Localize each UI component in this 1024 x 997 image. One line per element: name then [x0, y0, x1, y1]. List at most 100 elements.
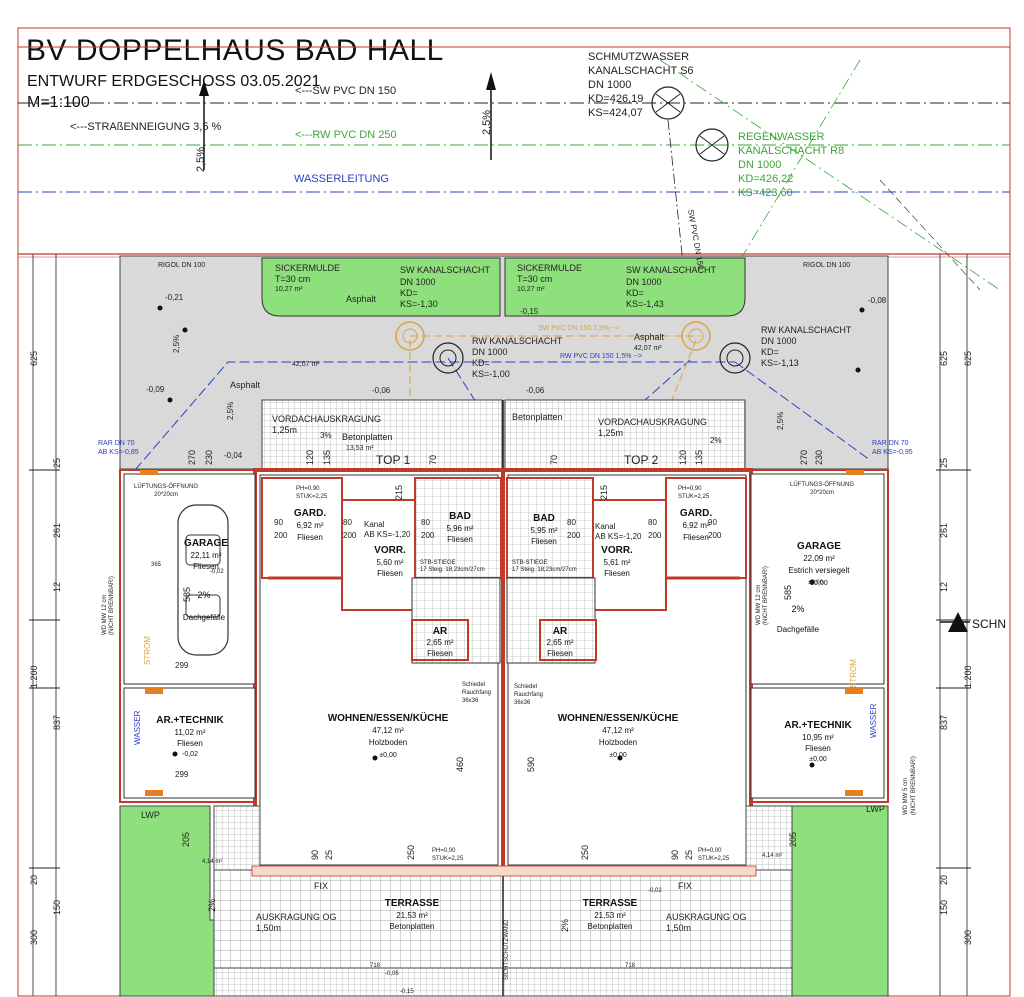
- dim-718a: 718: [370, 963, 381, 969]
- swk-left-label: SW KANALSCHACHT: [400, 265, 491, 275]
- schiedel-left-3: 36x36: [462, 698, 479, 704]
- asphalt-left-label: Asphalt: [346, 294, 377, 304]
- fix-right: FIX: [678, 881, 692, 891]
- rwk-mid-dn: DN 1000: [472, 347, 508, 357]
- wasser-left: WASSER: [133, 710, 142, 745]
- dim-90-gr: 90: [708, 518, 717, 527]
- terrace-left-name: TERRASSE: [385, 898, 440, 909]
- dim-150-right: 150: [939, 900, 949, 915]
- garage-left-area: 22,11 m²: [191, 551, 222, 560]
- sichtschutzwand-label: SICHTSCHUTZWAND: [504, 919, 510, 980]
- page-title: BV DOPPELHAUS BAD HALL: [26, 34, 444, 67]
- ph-stuk-4b: STUK=2,25: [698, 856, 730, 862]
- sw-shaft-icon: [651, 86, 685, 120]
- water-line-label: WASSERLEITUNG: [294, 173, 389, 185]
- rar-right-ks: AB KS=-0,95: [872, 449, 913, 456]
- wdmw-right-2: (NICHT BRENNBAR!): [911, 756, 917, 815]
- north-arrow-icon: [486, 72, 496, 90]
- swk-right-kd: KD=: [626, 288, 644, 298]
- garage-left-room: [123, 473, 256, 685]
- wohnen-left-area: 47,12 m²: [372, 726, 404, 735]
- stb-left: STB-STIEGE: [420, 560, 456, 566]
- rwk-mid-ks: KS=-1,00: [472, 369, 510, 379]
- dim-625-right: 625: [939, 351, 949, 366]
- bad-right-name: BAD: [533, 513, 555, 524]
- sickermulde-left: [261, 257, 501, 317]
- dim-837-right: 837: [939, 715, 949, 730]
- level-000a: ±0,00: [808, 580, 824, 586]
- terrace-right: [502, 867, 793, 969]
- gard-right-area: 6,92 m²: [682, 521, 709, 530]
- wohnen-right-level: ±0,00: [609, 752, 627, 759]
- ar-right-area: 2,65 m²: [546, 638, 573, 647]
- sicker-right-area: 10,27 m²: [517, 286, 545, 293]
- dim-25-b: 25: [324, 850, 334, 860]
- kanal-right: Kanal: [595, 522, 616, 531]
- dim-12-right: 12: [939, 582, 949, 592]
- garage-right-room: [750, 473, 885, 685]
- canopy-left: [261, 399, 503, 471]
- dim-230-right: 230: [814, 450, 824, 465]
- strom-right: STROM: [849, 659, 858, 688]
- rw-shaft-right-icon: [719, 342, 751, 374]
- rar-left-label: RAR DN 70: [98, 440, 135, 447]
- dim-70-right: 70: [549, 455, 559, 465]
- car-icon: [177, 504, 229, 656]
- ar-left-name: AR: [433, 626, 448, 637]
- slope-2: 2%: [710, 436, 722, 445]
- drawing-scale: M=1:100: [27, 94, 90, 111]
- swk-left-ks: KS=-1,30: [400, 299, 438, 309]
- kanal-right-ks: AB KS=-1,20: [595, 532, 642, 541]
- wohnen-left-floor: Holzboden: [369, 738, 407, 747]
- dim-718b: 718: [625, 963, 636, 969]
- dim-299-a: 299: [175, 661, 189, 670]
- dim-200-vr: 200: [648, 531, 662, 540]
- fix-left: FIX: [314, 881, 328, 891]
- gard-left-area: 6,92 m²: [296, 521, 323, 530]
- swk-left-dn: DN 1000: [400, 277, 436, 287]
- level-002a: -0,02: [210, 569, 224, 575]
- level-021: -0,21: [165, 293, 184, 302]
- kanal-left: Kanal: [364, 520, 385, 529]
- dim-135-right: 135: [694, 450, 704, 465]
- ph-stuk-4: PH=0,00: [698, 848, 722, 854]
- slope-25c: 2,5%: [776, 412, 785, 430]
- dim-230-left: 230: [204, 450, 214, 465]
- sicker-left-t: T=30 cm: [275, 274, 310, 284]
- dim-25-right: 25: [939, 458, 949, 468]
- dim-25-left: 25: [52, 458, 62, 468]
- bad-right-area: 5,95 m²: [530, 526, 557, 535]
- dim-200-gl: 200: [274, 531, 288, 540]
- bad-left-room: [414, 477, 502, 579]
- rw-shaft-ks: KS=423,60: [738, 187, 793, 199]
- dim-200-vl: 200: [343, 531, 357, 540]
- sw-shaft-left-icon: [395, 321, 425, 351]
- garage-right-slope: 2%: [791, 604, 804, 614]
- terrace-right-area: 21,53 m²: [594, 911, 626, 920]
- gard-left-name: GARD.: [294, 508, 326, 519]
- rar-right-label: RAR DN 70: [872, 440, 909, 447]
- dim-20-left: 20: [29, 875, 39, 885]
- dim-299-b: 299: [175, 770, 189, 779]
- dim-1200-left: 1.200: [29, 665, 39, 688]
- north-arrow-icon: [199, 80, 209, 96]
- strom-left: STROM: [143, 636, 152, 665]
- vorr-left-area: 5,60 m²: [376, 558, 403, 567]
- dim-585-left: 585: [182, 587, 192, 602]
- dim-215-right: 215: [599, 485, 609, 500]
- sw-shaft-title: SCHMUTZWASSER: [588, 51, 689, 63]
- slope-25a: 2,5%: [172, 335, 181, 353]
- dim-70-left: 70: [428, 455, 438, 465]
- kanal-left-ks: AB KS=-1,20: [364, 530, 411, 539]
- rwk-right-ks: KS=-1,13: [761, 358, 799, 368]
- schiedel-left-2: Rauchfang: [462, 690, 491, 696]
- schiedel-right: Schiedel: [514, 684, 537, 690]
- sicker-left-label: SICKERMULDE: [275, 263, 340, 273]
- slope-2c: 2%: [560, 919, 570, 932]
- rw-shaft-icon: [695, 128, 729, 162]
- ph-stuk-1: PH=0,90: [296, 486, 320, 492]
- dim-120-right: 120: [678, 450, 688, 465]
- dim-150-left: 150: [52, 900, 62, 915]
- garage-left-slope: 2%: [197, 590, 210, 600]
- schiedel-right-3: 36x36: [514, 700, 531, 706]
